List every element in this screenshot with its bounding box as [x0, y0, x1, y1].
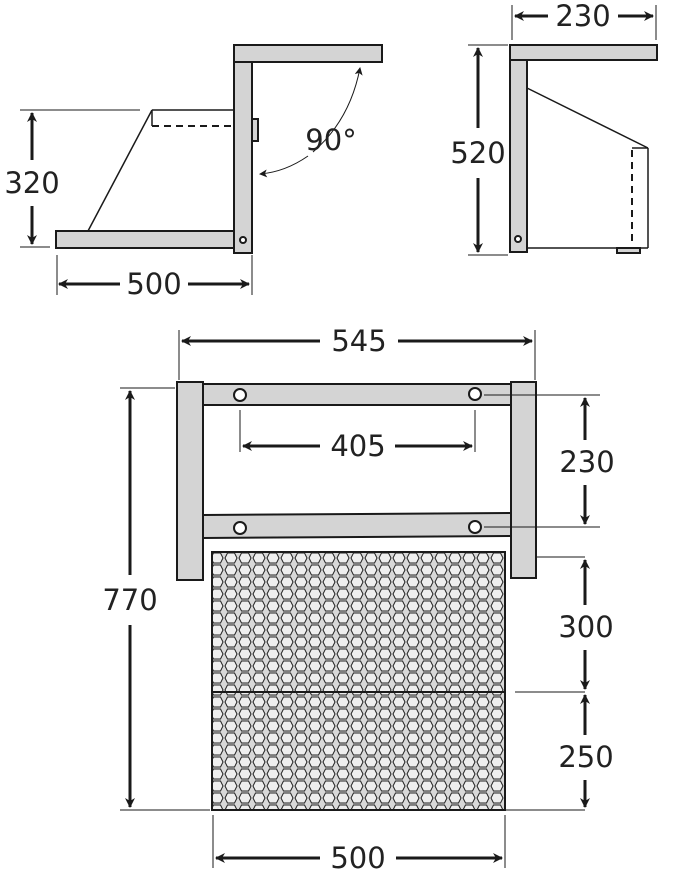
- width-545-label: 545: [331, 324, 386, 358]
- hole-spacing-405-label: 405: [330, 429, 385, 463]
- height-320-label: 320: [4, 166, 59, 200]
- vertical-post: [233, 44, 253, 254]
- top-view: 545 405 230 300 250 770 500: [102, 324, 614, 874]
- mesh-250-label: 250: [558, 740, 613, 774]
- pivot-hole: [239, 236, 247, 244]
- foot: [616, 247, 641, 254]
- top-arm: [509, 44, 658, 61]
- mesh-step-rear: [211, 691, 506, 811]
- height-520-label: 520: [450, 136, 505, 170]
- front-crossbar: [202, 383, 512, 406]
- rear-crossbar: [202, 511, 512, 540]
- mounting-hole: [233, 521, 247, 535]
- vertical-post: [509, 44, 528, 253]
- side-view-open: 230 520: [450, 0, 658, 256]
- length-770-label: 770: [102, 583, 157, 617]
- step-shelf: [55, 230, 235, 249]
- mounting-hole: [468, 387, 482, 401]
- depth-230-label: 230: [555, 0, 610, 33]
- mounting-hole: [468, 520, 482, 534]
- left-rail: [176, 381, 204, 581]
- top-arm: [233, 44, 383, 63]
- hinge-tab: [251, 118, 259, 142]
- spacing-230-label: 230: [559, 445, 614, 479]
- side-view-folded: 320 500 90°: [4, 44, 383, 301]
- pivot-hole: [514, 235, 522, 243]
- mesh-step-front: [211, 551, 506, 693]
- mesh-300-label: 300: [558, 610, 613, 644]
- depth-500-label: 500: [126, 267, 181, 301]
- right-rail: [510, 381, 537, 579]
- mesh-width-500-label: 500: [330, 841, 385, 874]
- angle-90-label: 90°: [305, 123, 356, 157]
- mounting-hole: [233, 388, 247, 402]
- support-strut: [87, 109, 153, 232]
